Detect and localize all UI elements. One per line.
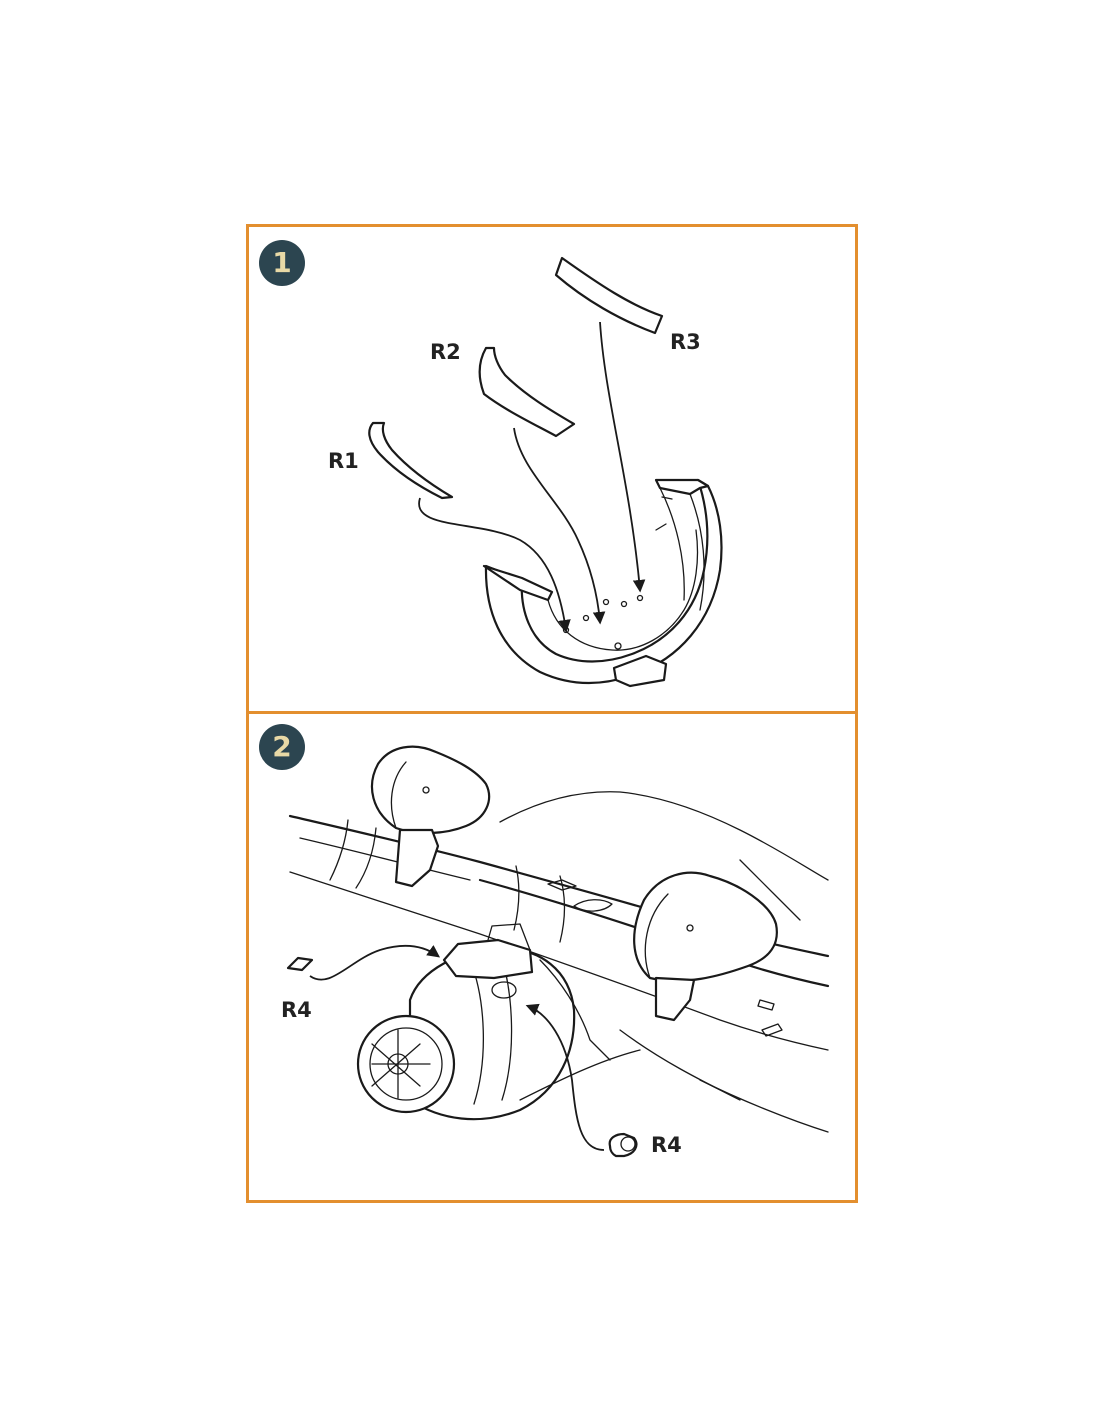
arrow-r1 bbox=[418, 497, 571, 633]
part-r4-cylinder-icon bbox=[608, 1132, 638, 1158]
label-r4-right: R4 bbox=[651, 1133, 682, 1157]
arrow-r2 bbox=[513, 427, 606, 625]
part-r3-icon bbox=[554, 256, 664, 335]
step-2-badge: 2 bbox=[259, 724, 305, 770]
label-r4-left: R4 bbox=[281, 998, 312, 1022]
step-2-panel bbox=[246, 711, 858, 1203]
label-r1: R1 bbox=[328, 449, 359, 473]
part-r4-small-plate-icon bbox=[286, 956, 314, 972]
engine-nacelle-icon bbox=[356, 923, 641, 1121]
left-lamp-icon bbox=[370, 745, 491, 888]
arrow-r4-right bbox=[525, 1003, 605, 1151]
arrow-r4-left bbox=[309, 944, 441, 981]
part-r1-icon bbox=[368, 421, 454, 500]
label-r2: R2 bbox=[430, 340, 461, 364]
label-r3: R3 bbox=[670, 330, 701, 354]
arrow-r3 bbox=[599, 321, 646, 593]
part-r2-icon bbox=[478, 346, 576, 438]
wheel-housing-icon bbox=[482, 478, 723, 688]
right-lamp-icon bbox=[633, 871, 778, 1022]
step-1-badge: 1 bbox=[259, 240, 305, 286]
